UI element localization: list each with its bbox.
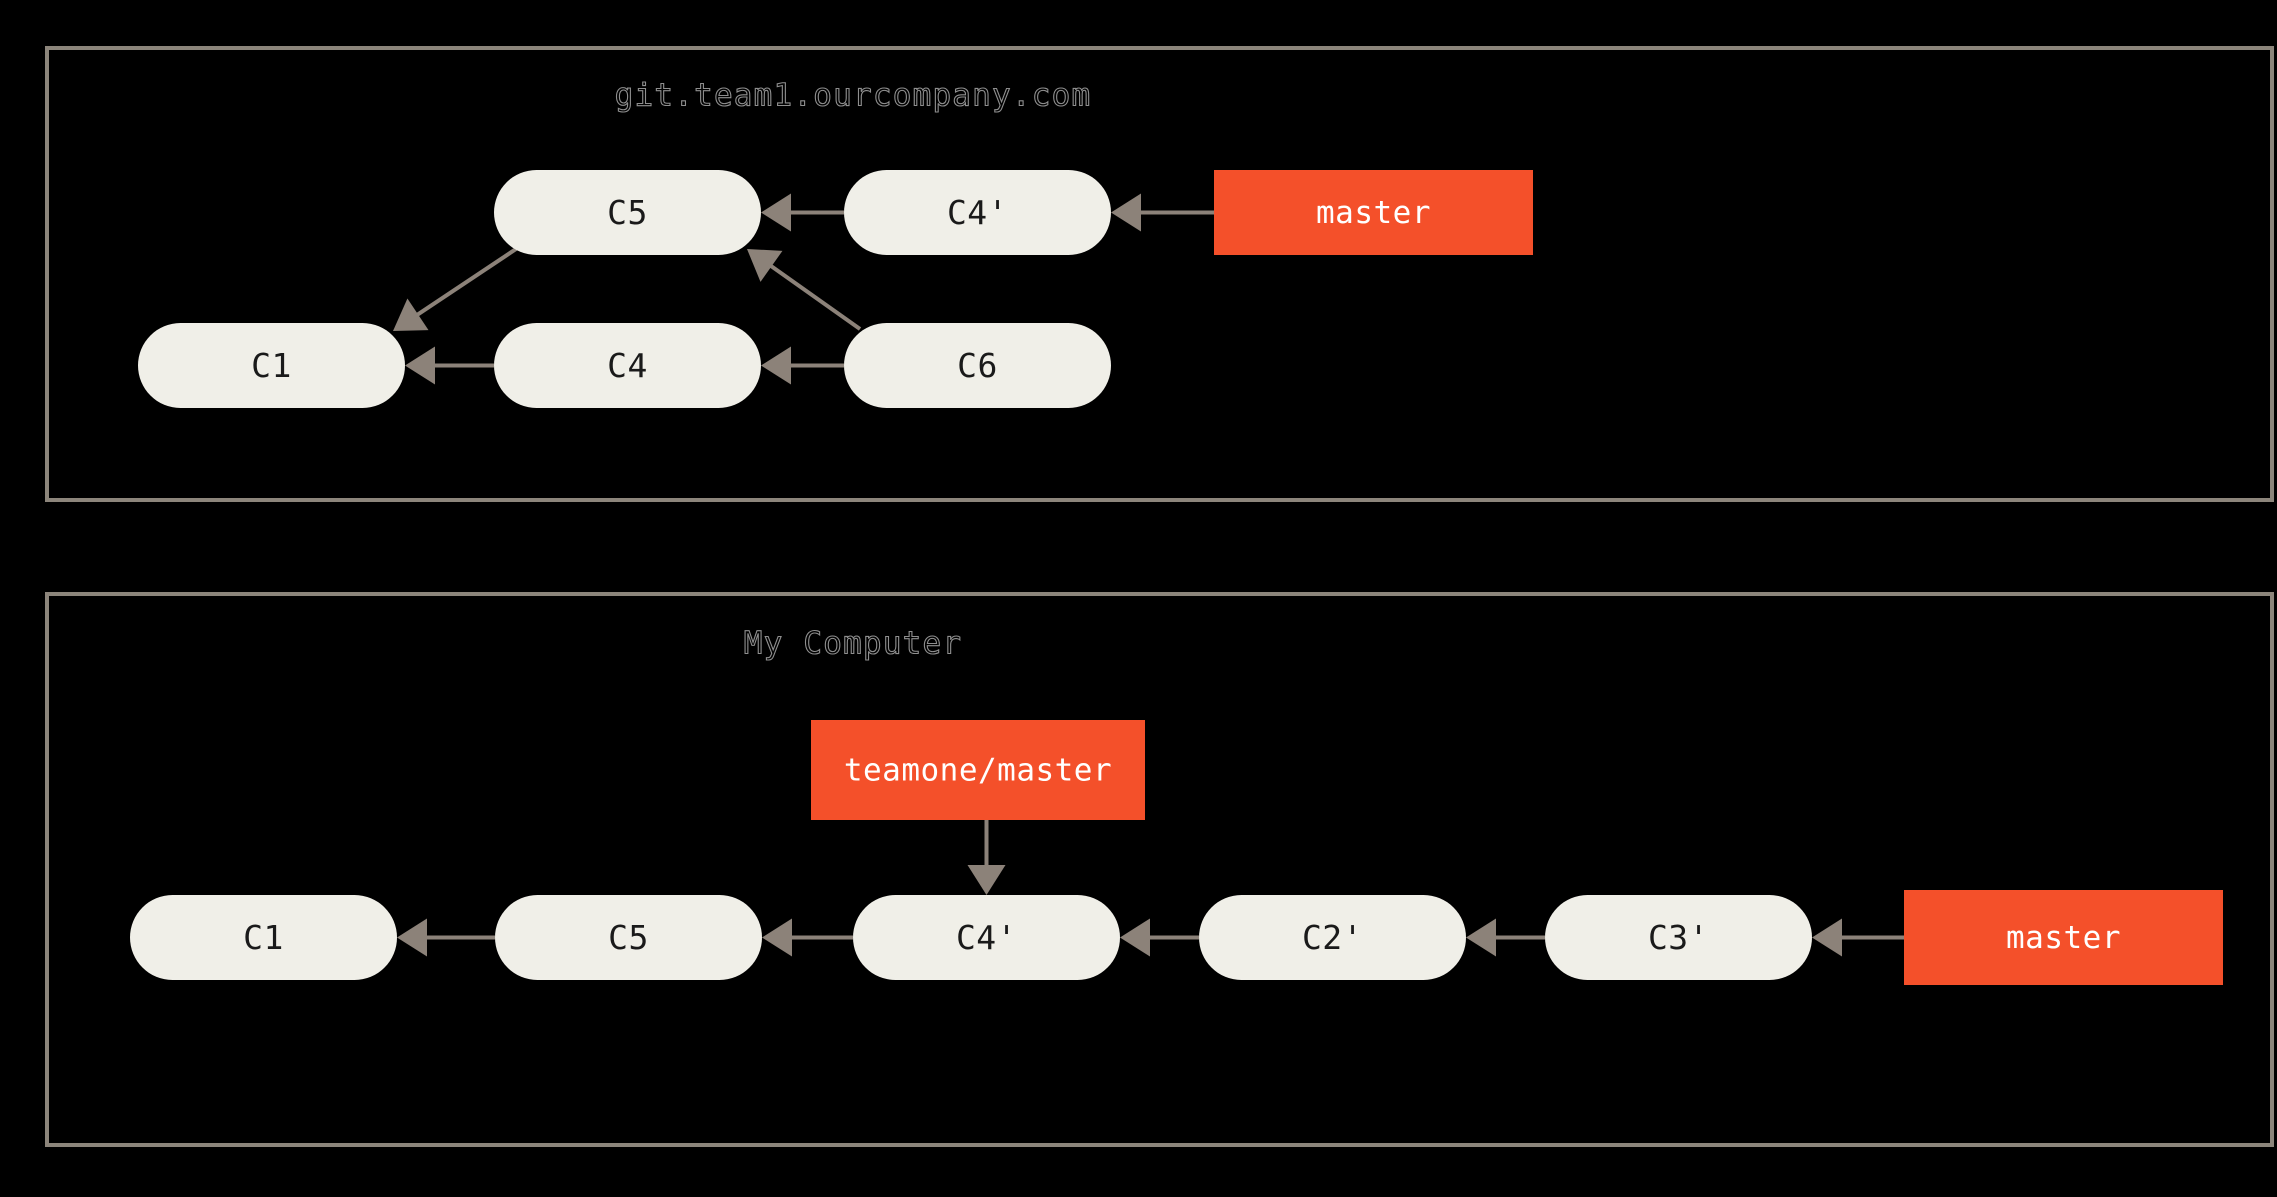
branch-label-master[interactable]: master	[1214, 170, 1533, 255]
edges	[397, 820, 1904, 957]
commit-shape[interactable]	[138, 323, 405, 408]
commit-label: C4'	[956, 918, 1017, 957]
commit-label: C6	[957, 346, 998, 385]
c2pb-to-c4pb-head	[1120, 918, 1150, 957]
c4-to-c1-head	[405, 346, 435, 385]
branch-label-master[interactable]: master	[1904, 890, 2223, 985]
commit-node-C3p[interactable]: C3'	[1545, 895, 1812, 980]
panel-title: git.team1.ourcompany.com	[615, 78, 1092, 114]
c6-to-c4-head	[761, 346, 791, 385]
panel-border	[45, 592, 2274, 1147]
branch-shape[interactable]	[1904, 890, 2223, 985]
commit-node-C2p[interactable]: C2'	[1199, 895, 1466, 980]
master-to-c4p-head	[1111, 193, 1141, 232]
c3pb-to-c2pb-head	[1466, 918, 1496, 957]
commit-shape[interactable]	[494, 323, 761, 408]
commit-shape[interactable]	[494, 170, 761, 255]
panel-title: My Computer	[744, 626, 963, 662]
c6-to-c5-head	[747, 249, 783, 282]
panel-border	[45, 46, 2274, 502]
branch-shape[interactable]	[1214, 170, 1533, 255]
commit-node-C5[interactable]: C5	[495, 895, 762, 980]
c5-to-c1-head	[393, 298, 429, 331]
commit-node-C6[interactable]: C6	[844, 323, 1111, 408]
commit-label: C4'	[947, 193, 1008, 232]
branch-text: master	[1316, 195, 1431, 231]
edges	[393, 193, 1214, 385]
commit-label: C1	[243, 918, 284, 957]
commit-node-C4p[interactable]: C4'	[853, 895, 1120, 980]
c6-to-c5-line	[767, 262, 862, 331]
masterb-to-c3pb-head	[1812, 918, 1842, 957]
commit-shape[interactable]	[130, 895, 397, 980]
commit-node-C5[interactable]: C5	[494, 170, 761, 255]
c4pb-to-c5b-head	[762, 918, 792, 957]
commit-label: C1	[251, 346, 292, 385]
commit-shape[interactable]	[844, 170, 1111, 255]
branch-text: teamone/master	[844, 753, 1112, 789]
commit-node-C4p[interactable]: C4'	[844, 170, 1111, 255]
commit-shape[interactable]	[853, 895, 1120, 980]
c5b-to-c1b-head	[397, 918, 427, 957]
commit-shape[interactable]	[844, 323, 1111, 408]
branch-text: master	[2006, 920, 2121, 956]
branch-shape[interactable]	[811, 720, 1145, 820]
commit-label: C5	[608, 918, 649, 957]
commit-node-C4[interactable]: C4	[494, 323, 761, 408]
c5-to-c1-line	[413, 243, 524, 319]
commit-label: C5	[607, 193, 648, 232]
commit-shape[interactable]	[1199, 895, 1466, 980]
commit-shape[interactable]	[1545, 895, 1812, 980]
branch-label-teamone-master[interactable]: teamone/master	[811, 720, 1145, 820]
c4p-to-c5-head	[761, 193, 791, 232]
teamone-to-c4pb-head	[967, 865, 1006, 895]
commit-node-C1[interactable]: C1	[130, 895, 397, 980]
commit-label: C4	[607, 346, 648, 385]
commit-label: C2'	[1302, 918, 1363, 957]
commit-node-C1[interactable]: C1	[138, 323, 405, 408]
commit-shape[interactable]	[495, 895, 762, 980]
commit-label: C3'	[1648, 918, 1709, 957]
